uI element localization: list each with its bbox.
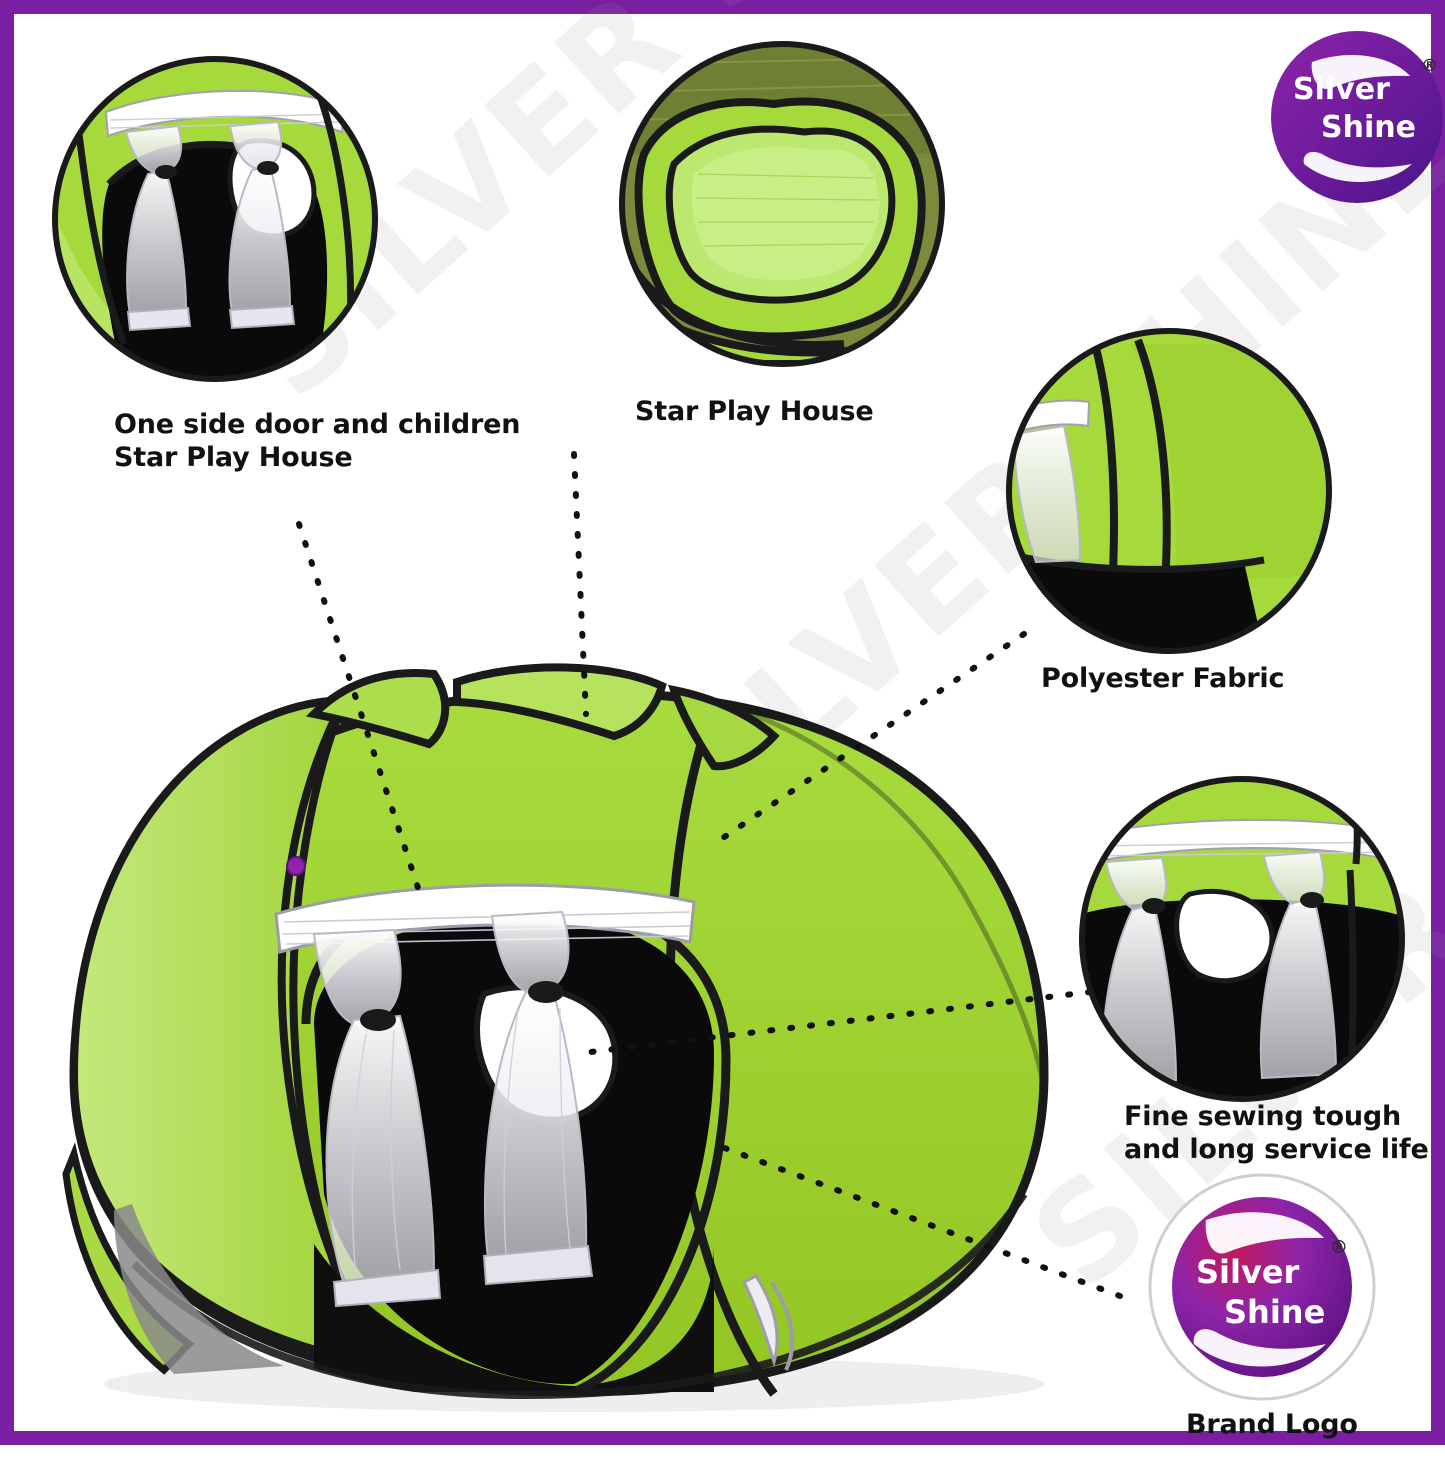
brand-name-line2-bottom: Shine [1224,1293,1326,1331]
product-illustration [52,31,1443,1412]
callout-circle-star-play-house [619,41,945,367]
brand-name-line1-bottom: Silver [1196,1253,1300,1291]
callout-circle-polyester-fabric [1006,328,1332,654]
brand-name-line1-top: Silver [1293,72,1390,107]
registered-mark-bottom: ® [1330,1237,1348,1258]
brand-logo-bottom-text: Silver Shine ® [1150,1175,1374,1399]
callout-label-brand-logo: Brand Logo [1186,1409,1358,1440]
callout-label-fine-sewing: Fine sewing tough and long service life [1124,1101,1429,1165]
callout-circle-fine-sewing [1079,776,1405,1102]
brand-name-line2-top: Shine [1321,110,1416,145]
callout-label-polyester-fabric: Polyester Fabric [1041,663,1285,694]
callout-circle-one-side-door [52,56,378,382]
callout-label-one-side-door: One side door and children Star Play Hou… [114,409,521,473]
brand-logo-top-text: Silver Shine ® [1271,44,1443,190]
main-tent-illustration [62,663,1049,1412]
leader-lines [296,451,1123,1299]
registered-mark-top: ® [1421,56,1438,76]
callout-label-star-play-house: Star Play House [635,396,874,427]
brand-logo-circle-bottom [1148,1173,1376,1401]
brand-logo-circle-top [1271,31,1443,203]
